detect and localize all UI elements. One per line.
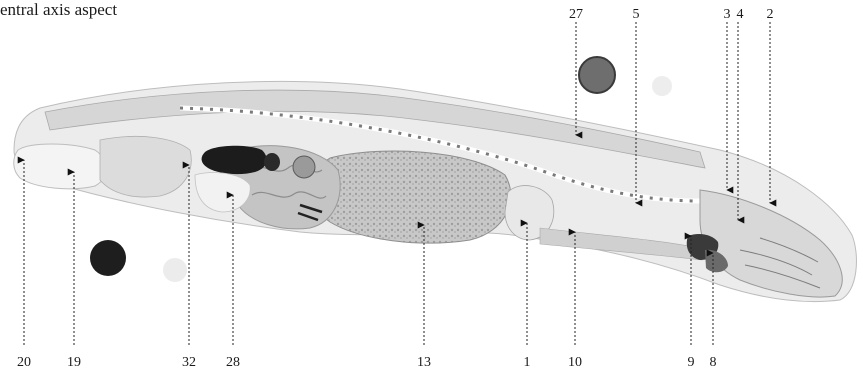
- label-20: 20: [17, 355, 31, 370]
- label-32: 32: [182, 355, 196, 370]
- light-circle-top: [652, 76, 672, 96]
- label-5: 5: [633, 7, 640, 22]
- light-circle-left: [163, 258, 187, 282]
- label-13: 13: [417, 355, 431, 370]
- label-2: 2: [767, 7, 774, 22]
- dark-circle-left: [90, 240, 126, 276]
- round-organ: [293, 156, 315, 178]
- label-27: 27: [569, 7, 583, 22]
- label-10: 10: [568, 355, 582, 370]
- tail-structure: [14, 144, 107, 189]
- dark-organ-small: [264, 153, 280, 171]
- dark-circle-top: [579, 57, 615, 93]
- caudal-region: [100, 136, 191, 197]
- label-9: 9: [688, 355, 695, 370]
- label-1: 1: [524, 355, 531, 370]
- label-19: 19: [67, 355, 81, 370]
- label-4: 4: [737, 7, 744, 22]
- label-3: 3: [724, 7, 731, 22]
- label-8: 8: [710, 355, 717, 370]
- label-28: 28: [226, 355, 240, 370]
